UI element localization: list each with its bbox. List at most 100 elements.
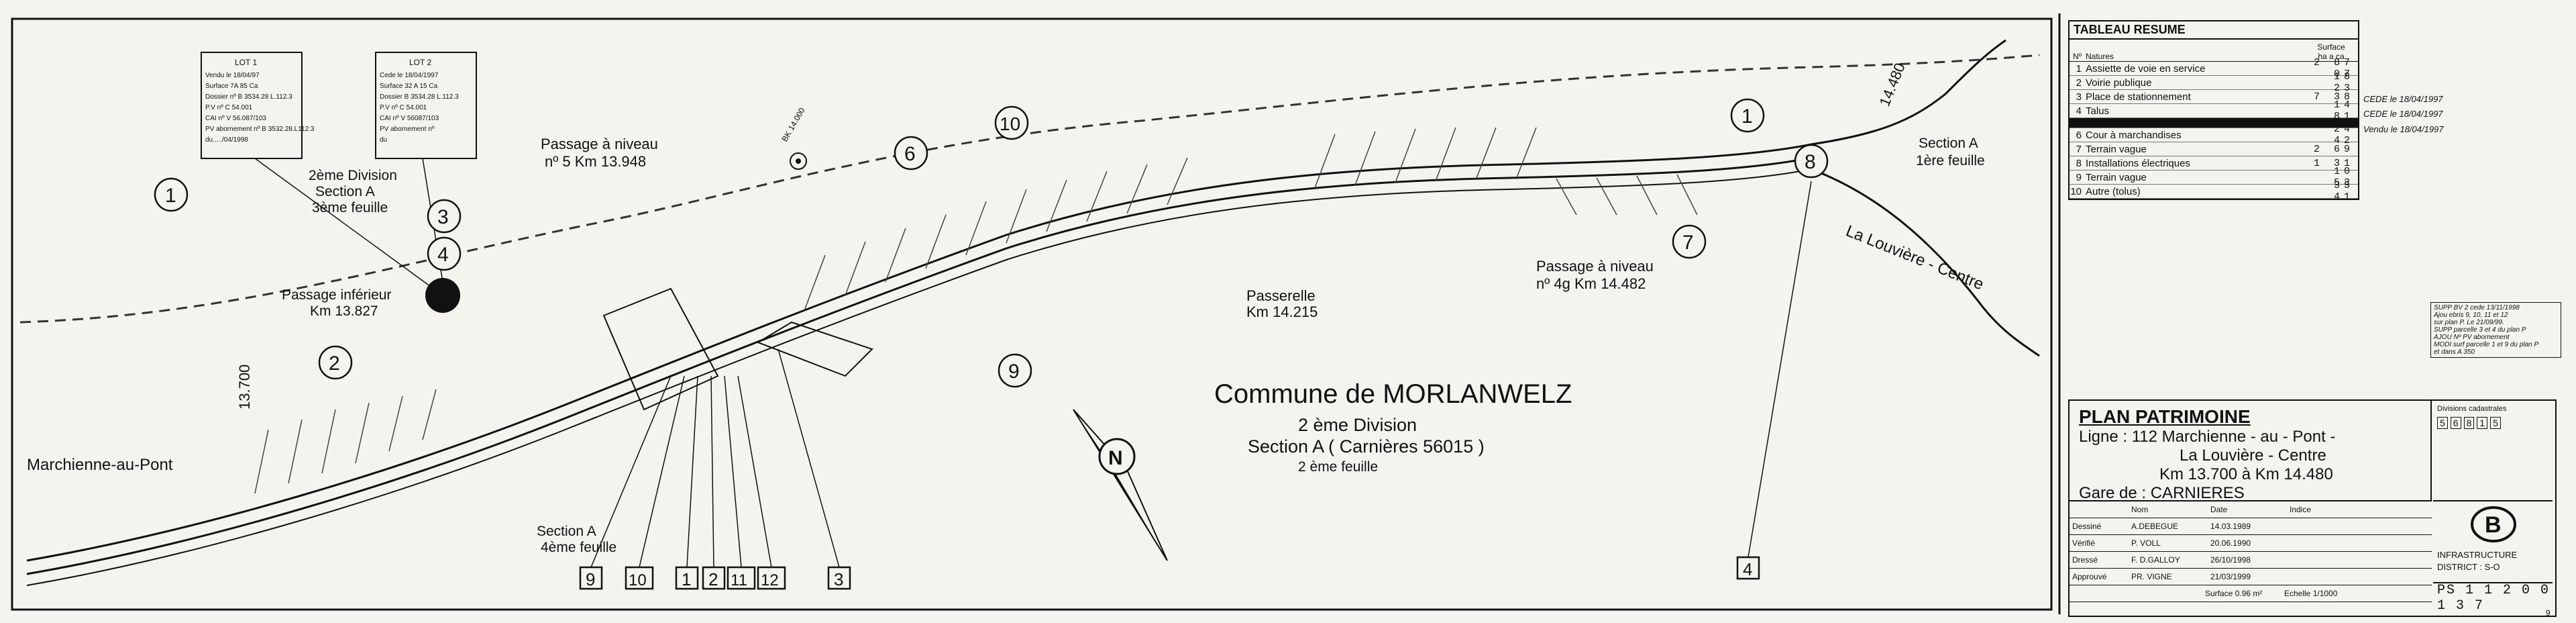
lot-1-line: CAI nº V 56.087/103 xyxy=(205,115,266,122)
passerelle-km: Km 14.215 xyxy=(1246,303,1318,320)
north-arrow-icon: N xyxy=(1073,409,1168,561)
lot-2-box: LOT 2 Cede le 18/04/1997 Surface 32 A 15… xyxy=(375,52,477,159)
svg-text:4: 4 xyxy=(437,244,449,266)
bk-benchmark-marker xyxy=(790,152,807,170)
svg-text:10: 10 xyxy=(1000,113,1020,134)
svg-text:7: 7 xyxy=(1682,232,1694,254)
lot-1-leader xyxy=(254,158,443,296)
passerelle-label: Passerelle xyxy=(1246,287,1316,304)
district-label: DISTRICT : S-O xyxy=(2437,562,2500,572)
lot-1-box: LOT 1 Vendu le 18/04/97 Surface 7A 85 Ca… xyxy=(201,52,315,159)
svg-text:3: 3 xyxy=(834,569,843,589)
bottom-box-4: 4 xyxy=(1736,556,1760,580)
lot-1-line: P.V nº C 54.001 xyxy=(205,104,253,111)
cad-value: 6 xyxy=(2450,417,2461,429)
cad-value: 5 xyxy=(2437,417,2448,429)
track-south-branch xyxy=(1811,168,2040,357)
lot-2-line: PV abornement nº xyxy=(380,126,435,133)
tableau-col-num: Nº xyxy=(2072,52,2082,61)
sncb-logo-icon: B xyxy=(2471,506,2516,542)
km-end-label: 14.480 xyxy=(1876,60,1908,109)
lot-2-line: P.V nº C 54.001 xyxy=(380,104,427,111)
track-edge-outer xyxy=(26,143,1812,562)
building-outline-2 xyxy=(756,321,873,377)
passage-niveau-4-km: nº 4g Km 14.482 xyxy=(1536,275,1646,292)
svg-text:9: 9 xyxy=(586,569,595,589)
tableau-note: CEDE le 18/04/1997 xyxy=(2363,94,2443,104)
parcel-marker-9: 9 xyxy=(998,353,1032,388)
bk-benchmark-center xyxy=(796,158,801,164)
lot-2-title: LOT 2 xyxy=(409,58,431,67)
bottom-box-12: 12 xyxy=(757,566,786,590)
track-main xyxy=(26,156,1812,575)
lot-1-line: PV abornement nº B 3532.28.L112.3 xyxy=(205,126,315,133)
parcel-marker-4: 4 xyxy=(427,236,462,271)
svg-text:1: 1 xyxy=(1741,105,1753,128)
svg-text:4: 4 xyxy=(1743,559,1752,579)
feuille-label: 3ème feuille xyxy=(312,200,388,215)
cad-value: 1 xyxy=(2477,417,2488,429)
commune-title: Commune de MORLANWELZ xyxy=(1214,379,1572,409)
lot-2-line: du xyxy=(380,136,387,144)
sheet-number: 9 xyxy=(2546,608,2551,618)
lot-1-title: LOT 1 xyxy=(235,58,257,67)
feuille-title: 2 ème feuille xyxy=(1298,459,1378,475)
lot-2-line: Surface 32 A 15 Ca xyxy=(380,83,438,90)
section-title: Section A ( Carnières 56015 ) xyxy=(1248,436,1485,457)
sncb-logo-area: B INFRASTRUCTURE DISTRICT : S-O xyxy=(2433,501,2553,583)
km-range: Km 13.700 à Km 14.480 xyxy=(2159,465,2333,483)
parcel-marker-3: 3 xyxy=(427,199,462,234)
division-label: 2ème Division xyxy=(309,168,397,183)
svg-text:1: 1 xyxy=(682,569,691,589)
cad-value: 5 xyxy=(2490,417,2501,429)
passage-inferieur-label: Passage inférieur xyxy=(282,287,391,303)
passage-inferieur-km: Km 13.827 xyxy=(310,303,378,319)
km-start-label: 13.700 xyxy=(236,365,253,410)
passage-niveau-4-label: Passage à niveau xyxy=(1536,258,1654,275)
svg-text:9: 9 xyxy=(1008,361,1020,383)
svg-text:12: 12 xyxy=(761,571,779,589)
section-label: Section A xyxy=(315,184,375,199)
talus-hatching xyxy=(254,127,1698,494)
bottom-box-1: 1 xyxy=(675,566,699,590)
marchienne-label: Marchienne-au-Pont xyxy=(27,456,173,474)
ligne-label-2: La Louvière - Centre xyxy=(2180,446,2326,465)
title-block-main: PLAN PATRIMOINE Ligne : 112 Marchienne -… xyxy=(2070,401,2432,502)
cad-value: 8 xyxy=(2463,417,2475,429)
lot-2-line: Cede le 18/04/1997 xyxy=(380,72,439,79)
svg-text:6: 6 xyxy=(904,143,916,165)
section-a1-feuille: 1ère feuille xyxy=(1916,153,1985,169)
bottom-box-10: 10 xyxy=(625,566,654,590)
svg-text:N: N xyxy=(1108,447,1123,469)
section-a4-feuille: 4ème feuille xyxy=(541,540,616,555)
drawing-frame xyxy=(11,17,2053,611)
svg-text:2: 2 xyxy=(708,569,718,589)
ligne-label: Ligne : 112 Marchienne - au - Pont - xyxy=(2079,428,2336,446)
bottom-box-2: 2 xyxy=(702,566,726,590)
bottom-box-11: 11 xyxy=(727,566,756,590)
reference-number: PS 1 1 2 0 0 1 3 7 xyxy=(2437,583,2551,614)
passage-niveau-5-label: Passage à niveau xyxy=(541,136,658,152)
bottom-box-9: 9 xyxy=(579,566,603,590)
parcel-marker-1-east: 1 xyxy=(1730,98,1765,133)
tableau-note: Vendu le 18/04/1997 xyxy=(2363,124,2444,134)
svg-text:11: 11 xyxy=(731,571,747,589)
svg-text:1: 1 xyxy=(165,185,176,207)
tableau-title: TABLEAU RESUME xyxy=(2070,21,2358,40)
